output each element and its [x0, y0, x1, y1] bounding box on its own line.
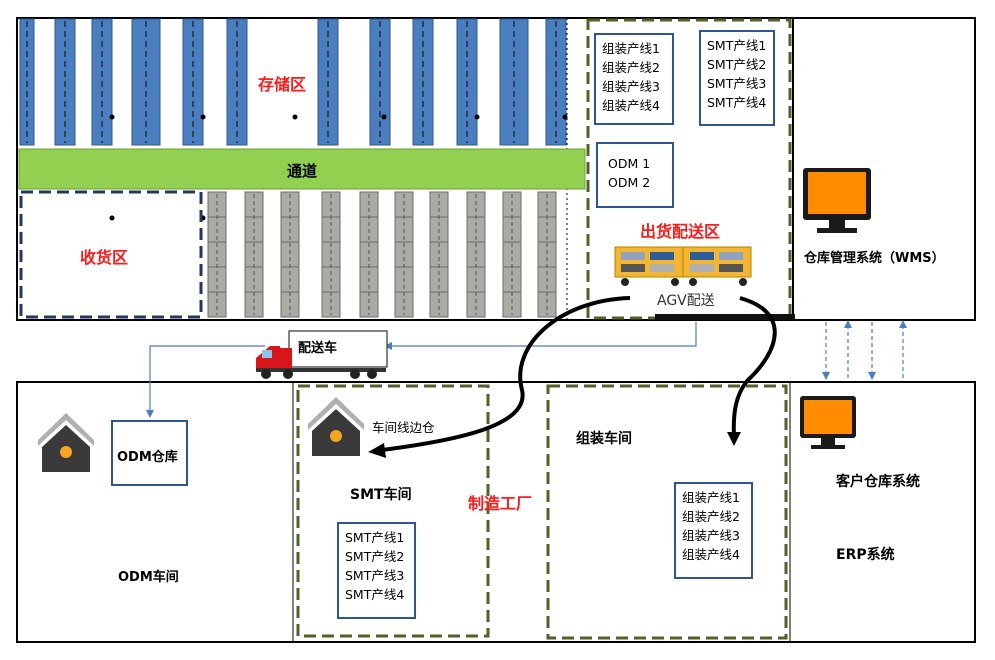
list-item: 组装产线2 — [602, 60, 660, 75]
shipping-zone-label: 出货配送区 — [640, 222, 721, 241]
agv-carts — [614, 246, 752, 286]
list-item: SMT产线3 — [345, 568, 405, 583]
list-item: SMT产线3 — [707, 76, 767, 91]
factory-assembly-lines-box: 组装产线1 组装产线2 组装产线3 组装产线4 — [674, 482, 753, 579]
list-item: SMT产线2 — [345, 549, 405, 564]
list-item: 组装产线3 — [602, 79, 660, 94]
assembly-workshop-zone — [546, 384, 788, 640]
list-item: SMT产线2 — [707, 57, 767, 72]
assembly-workshop-label: 组装车间 — [576, 431, 632, 447]
odm-workshop-label: ODM车间 — [118, 570, 179, 585]
list-item: 组装产线4 — [602, 98, 660, 113]
factory-label: 制造工厂 — [468, 494, 533, 513]
wms-label: 仓库管理系统（WMS） — [804, 251, 945, 266]
storage-zone-label: 存储区 — [258, 75, 307, 94]
list-item: 组装产线3 — [682, 528, 740, 543]
odm-warehouse-label: ODM仓库 — [117, 450, 178, 465]
list-item: SMT产线4 — [345, 587, 405, 602]
receiving-zone-label: 收货区 — [80, 248, 129, 267]
warehouse-assembly-lines-box: 组装产线1 组装产线2 组装产线3 组装产线4 — [594, 33, 674, 125]
gray-rack — [280, 191, 300, 318]
customer-system-label: 客户仓库系统 — [836, 474, 920, 490]
list-item: ODM 2 — [608, 175, 651, 190]
truck-icon — [256, 330, 388, 379]
gray-rack — [466, 191, 486, 318]
list-item: SMT产线1 — [707, 38, 767, 53]
receiving-zone — [19, 190, 203, 319]
smt-workshop-zone — [296, 384, 490, 638]
gray-rack — [537, 191, 557, 318]
agv-route-arrows — [381, 296, 777, 452]
gray-rack — [394, 191, 414, 318]
warehouse-frame — [16, 17, 976, 321]
factory-frame — [16, 381, 976, 643]
list-item: 组装产线2 — [682, 509, 740, 524]
customer-monitor-icon — [800, 396, 856, 449]
list-item: SMT产线4 — [707, 95, 767, 110]
gray-rack — [207, 191, 227, 318]
gray-rack — [244, 191, 264, 318]
list-item: 组装产线1 — [682, 490, 740, 505]
factory-smt-lines-box: SMT产线1 SMT产线2 SMT产线3 SMT产线4 — [337, 522, 416, 619]
odm-warehouse-house-icon — [38, 413, 94, 472]
storage-racks — [19, 18, 567, 146]
erp-label: ERP系统 — [836, 547, 895, 563]
list-item: SMT产线1 — [345, 530, 405, 545]
agv-dock — [655, 314, 795, 320]
warehouse-smt-lines-box: SMT产线1 SMT产线2 SMT产线3 SMT产线4 — [699, 30, 775, 126]
gray-rack — [502, 191, 522, 318]
list-item: ODM 1 — [608, 156, 651, 171]
gray-rack — [359, 191, 379, 318]
truck-label: 配送车 — [298, 341, 338, 356]
gray-rack — [321, 191, 341, 318]
aisle-bar — [18, 148, 586, 190]
truck-route — [149, 322, 697, 412]
smt-workshop-label: SMT车间 — [350, 487, 412, 503]
aisle-label: 通道 — [287, 162, 318, 180]
agv-delivery-label: AGV配送 — [655, 290, 717, 310]
gray-rack — [429, 191, 449, 318]
lineside-house-icon — [308, 397, 364, 456]
list-item: 组装产线1 — [602, 41, 660, 56]
data-sync-arrows — [825, 322, 904, 378]
lineside-warehouse-label: 车间线边仓 — [372, 420, 435, 435]
odm-list-box: ODM 1 ODM 2 — [596, 142, 674, 208]
wms-monitor-icon — [803, 168, 871, 233]
list-item: 组装产线4 — [682, 547, 740, 562]
gray-racks — [207, 191, 557, 318]
odm-warehouse-box: ODM仓库 — [111, 420, 188, 486]
